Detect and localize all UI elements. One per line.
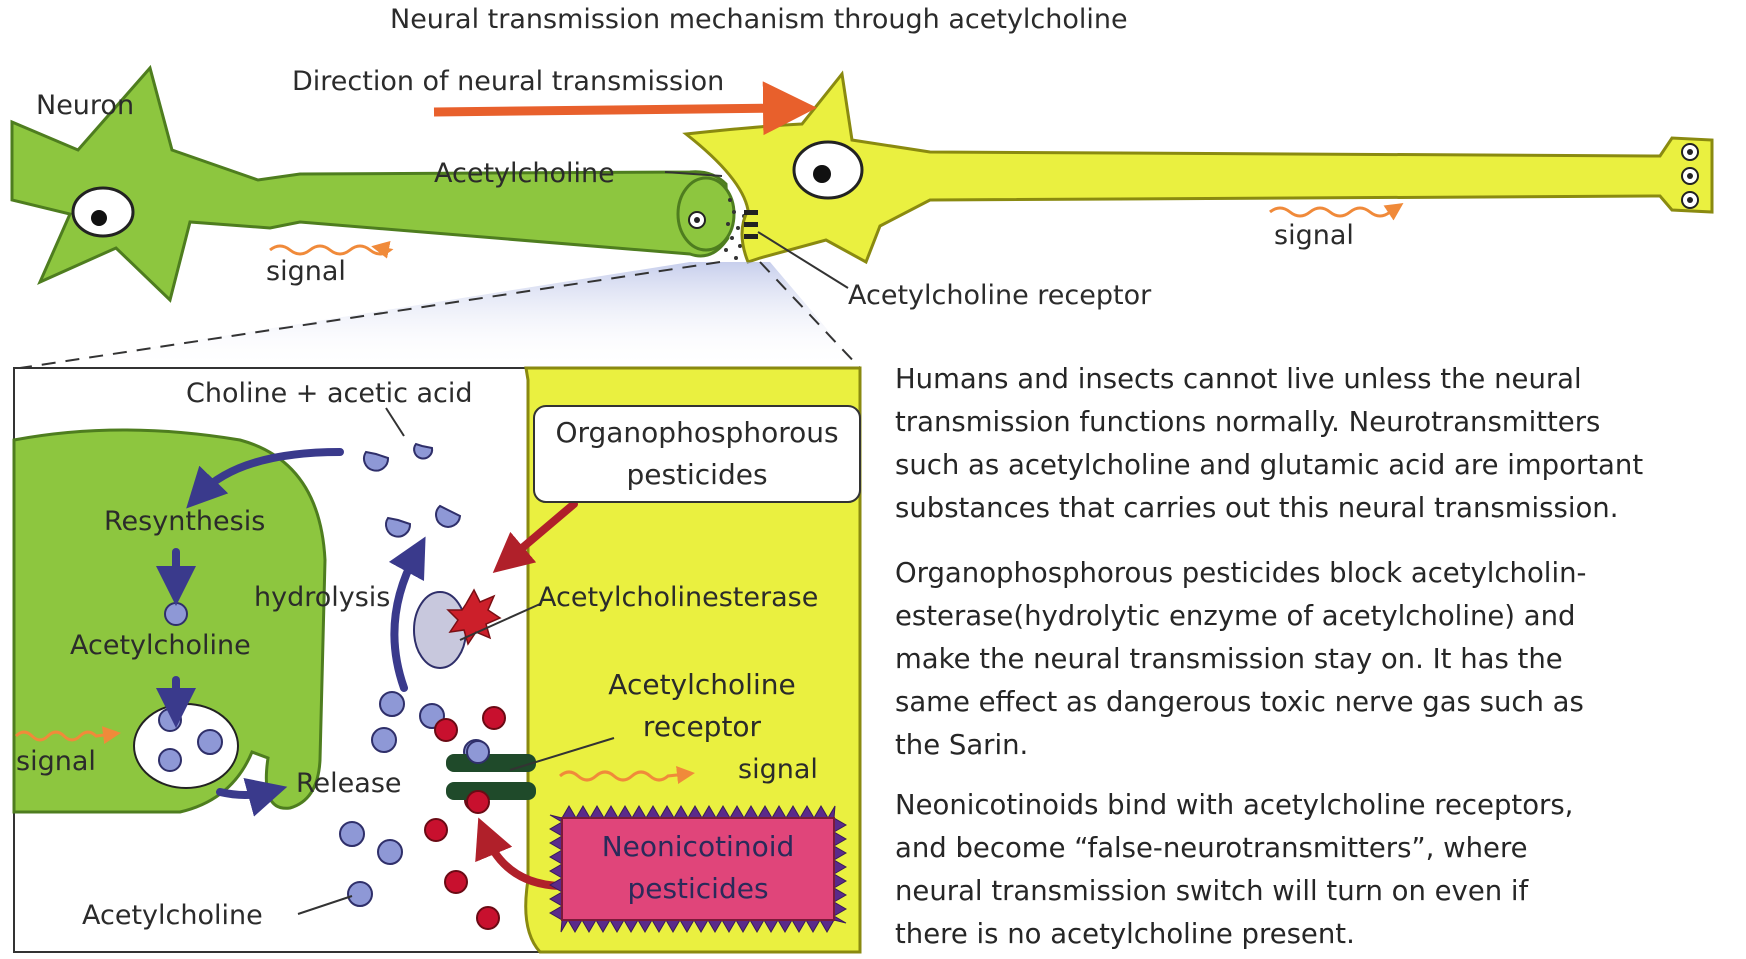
receptor-line-1: Acetylcholine [572, 664, 832, 706]
para2-line-3: make the neural transmission stay on. It… [895, 638, 1740, 681]
acetylcholine-top-label: Acetylcholine [434, 160, 615, 187]
neonic-line-1: Neonicotinoid [562, 826, 834, 868]
receptor-line-2: receptor [572, 706, 832, 748]
signal-arrow-left [270, 246, 390, 254]
top-receptor [744, 210, 758, 239]
neonic-line-2: pesticides [562, 868, 834, 910]
release-label: Release [296, 770, 402, 797]
para1-line-1: Humans and insects cannot live unless th… [895, 358, 1740, 401]
para1-line-2: transmission functions normally. Neurotr… [895, 401, 1740, 444]
signal-in-label: signal [16, 748, 96, 775]
receptor-top-label: Acetylcholine receptor [848, 282, 1151, 309]
signal-left-label: signal [266, 258, 346, 285]
para1-line-3: such as acetylcholine and glutamic acid … [895, 444, 1740, 487]
acetylcholine-vesicle-label: Acetylcholine [70, 632, 251, 659]
bound-neonic [467, 791, 489, 813]
paragraph-3: Neonicotinoids bind with acetylcholine r… [895, 784, 1740, 956]
direction-arrow [434, 108, 790, 112]
op-pesticides-label: Organophosphorous pesticides [534, 412, 860, 496]
para3-line-2: and become “false-neurotransmitters”, wh… [895, 827, 1740, 870]
signal-out-label: signal [738, 756, 818, 783]
signal-right-label: signal [1274, 222, 1354, 249]
hydrolysis-label: hydrolysis [254, 584, 390, 611]
acetylcholine-bottom-label: Acetylcholine [82, 902, 263, 929]
para2-line-4: same effect as dangerous toxic nerve gas… [895, 681, 1740, 724]
resynthesis-label: Resynthesis [104, 508, 265, 535]
diagram-title: Neural transmission mechanism through ac… [390, 6, 1128, 33]
para2-line-1: Organophosphorous pesticides block acety… [895, 552, 1740, 595]
choline-acetic-label: Choline + acetic acid [186, 380, 473, 407]
para3-line-3: neural transmission switch will turn on … [895, 870, 1740, 913]
para3-line-1: Neonicotinoids bind with acetylcholine r… [895, 784, 1740, 827]
neonic-pesticides-label: Neonicotinoid pesticides [562, 826, 834, 910]
acetylcholinesterase-label: Acetylcholinesterase [538, 584, 818, 611]
op-line-1: Organophosphorous [534, 412, 860, 454]
direction-label: Direction of neural transmission [292, 68, 724, 95]
para3-line-4: there is no acetylcholine present. [895, 913, 1740, 956]
para1-line-4: substances that carries out this neural … [895, 487, 1740, 530]
para2-line-2: esterase(hydrolytic enzyme of acetylchol… [895, 595, 1740, 638]
synaptic-vesicle [134, 704, 238, 788]
signal-arrow-right [1270, 208, 1396, 216]
paragraph-1: Humans and insects cannot live unless th… [895, 358, 1740, 530]
paragraph-2: Organophosphorous pesticides block acety… [895, 552, 1740, 767]
para2-line-5: the Sarin. [895, 724, 1740, 767]
yellow-neuron [686, 74, 1712, 262]
op-line-2: pesticides [534, 454, 860, 496]
bound-ach [467, 741, 489, 763]
neuron-label: Neuron [36, 92, 134, 119]
receptor-inset-label: Acetylcholine receptor [572, 664, 832, 748]
